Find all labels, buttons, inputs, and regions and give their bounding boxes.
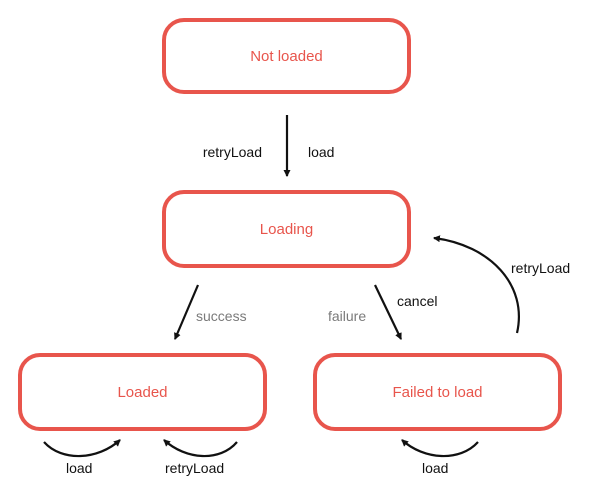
state-failed-to-load: Failed to load: [313, 353, 562, 431]
arrow: [374, 284, 402, 340]
edge-label-load: load: [422, 460, 448, 476]
state-box: [18, 353, 267, 431]
edge-not-loaded-to-loading: retryLoad load: [203, 115, 334, 178]
arrow: [432, 235, 520, 334]
edge-failed-to-loading: retryLoad: [432, 235, 570, 334]
edge-label-retry-load: retryLoad: [511, 260, 570, 276]
edge-label-success: success: [196, 308, 247, 324]
edge-label-failure: failure: [328, 308, 366, 324]
edge-loaded-self-retry-load: retryLoad: [163, 439, 238, 476]
edge-label-cancel: cancel: [397, 293, 437, 309]
edge-label-load: load: [66, 460, 92, 476]
state-label: Loading: [260, 221, 313, 238]
edge-label-load: load: [308, 144, 334, 160]
edge-loading-to-failed: failure cancel: [328, 284, 437, 340]
state-loading: Loading: [162, 190, 411, 268]
state-label: Failed to load: [392, 384, 482, 401]
edge-loading-to-loaded: success: [173, 284, 247, 340]
edge-label-retry-load: retryLoad: [203, 144, 262, 160]
state-label: Not loaded: [250, 48, 323, 65]
state-box: [313, 353, 562, 431]
state-label: Loaded: [117, 384, 167, 401]
edge-failed-self-load: load: [401, 439, 479, 476]
arrow: [401, 439, 479, 458]
state-not-loaded: Not loaded: [162, 18, 411, 94]
arrow: [173, 284, 200, 340]
state-box: [162, 18, 411, 94]
state-box: [162, 190, 411, 268]
edge-loaded-self-load: load: [43, 439, 121, 476]
state-loaded: Loaded: [18, 353, 267, 431]
arrow: [163, 439, 238, 458]
arrow: [43, 439, 121, 458]
edge-label-retry-load: retryLoad: [165, 460, 224, 476]
